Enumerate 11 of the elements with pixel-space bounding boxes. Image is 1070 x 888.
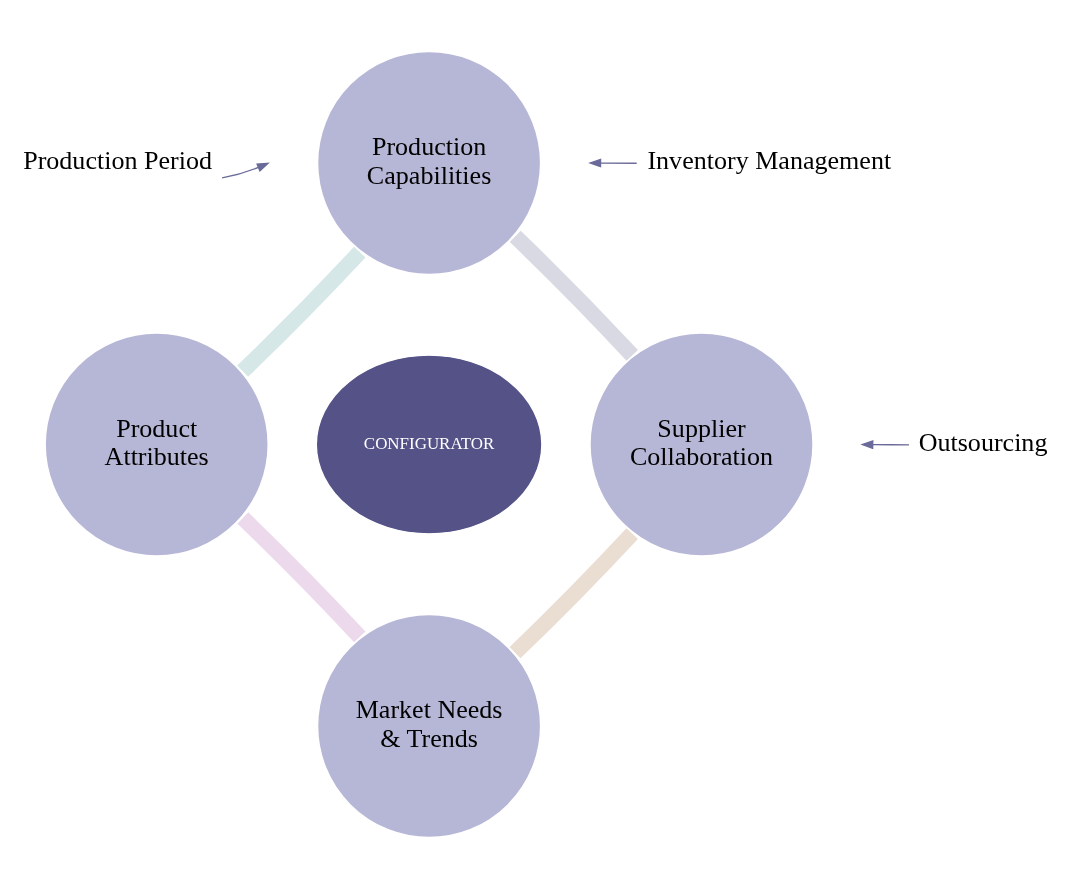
connector [509, 230, 638, 361]
arrow [588, 157, 638, 168]
arrow [221, 162, 270, 179]
connector [237, 246, 366, 377]
connector [237, 511, 366, 642]
node-text: Inventory Management [647, 145, 892, 175]
connector [509, 527, 638, 658]
arrow [860, 439, 910, 449]
node-ellipse: CONFIGURATOR [315, 354, 543, 534]
node-text: Outsourcing [918, 427, 1048, 457]
node-text: Production Period [23, 145, 212, 175]
